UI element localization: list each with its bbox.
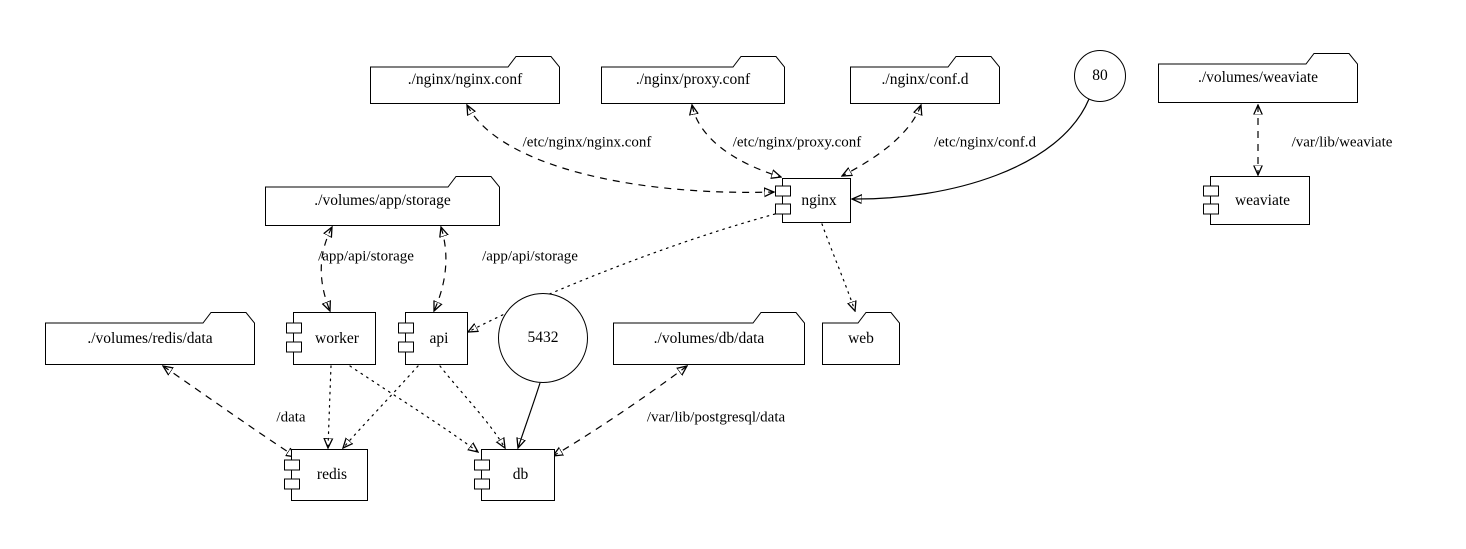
folder-shape	[601, 56, 785, 104]
folder-shape	[265, 176, 500, 226]
node-db-service: db	[474, 449, 555, 501]
node-label: 80	[1092, 67, 1108, 84]
node-label: ./volumes/redis/data	[87, 329, 213, 347]
node-label: weaviate	[1234, 191, 1291, 209]
folder-shape	[370, 56, 560, 104]
node-label: ./volumes/weaviate	[1197, 69, 1319, 86]
edge-dbdata-db	[553, 366, 687, 456]
node-db-data-volume: ./volumes/db/data	[613, 312, 805, 365]
edge-api-db	[439, 365, 505, 448]
edge-storage-api	[434, 227, 446, 311]
folder-shape	[45, 312, 255, 365]
node-conf-d-volume: ./nginx/conf.d	[850, 56, 1000, 104]
component-shape	[398, 312, 468, 365]
edge-label-proxy-conf-mount: /etc/nginx/proxy.conf	[732, 134, 862, 151]
component-shape	[286, 312, 376, 365]
component-shape	[775, 178, 851, 223]
edge-confd-nginx	[842, 105, 921, 176]
node-port-5432: 5432	[498, 293, 588, 383]
edge-label-nginx-conf-mount: /etc/nginx/nginx.conf	[522, 134, 652, 151]
edge-api-redis	[343, 365, 419, 448]
edge-nginx-web	[821, 223, 855, 311]
folder-shape	[850, 56, 1000, 104]
edge-label-api-storage-mount: /app/api/storage	[482, 248, 578, 265]
node-label: ./volumes/app/storage	[314, 192, 451, 209]
node-label: 5432	[527, 329, 559, 346]
component-shape	[1203, 176, 1310, 225]
node-label: ./volumes/db/data	[653, 329, 765, 347]
edge-label-weaviate-mount: /var/lib/weaviate	[1291, 134, 1393, 151]
node-web: web	[822, 312, 900, 365]
node-worker-service: worker	[286, 312, 376, 365]
component-shape	[474, 449, 555, 501]
edge-label-redis-mount: /data	[276, 409, 306, 426]
node-app-storage-volume: ./volumes/app/storage	[265, 176, 500, 226]
node-label: nginx	[801, 191, 837, 209]
node-weaviate-volume: ./volumes/weaviate	[1158, 53, 1358, 103]
component-shape	[284, 449, 368, 501]
folder-shape	[1158, 53, 1358, 103]
edge-storage-worker	[320, 227, 332, 311]
edge-nginxconf-nginx	[467, 105, 774, 192]
folder-shape	[822, 312, 900, 365]
folder-shape	[613, 312, 805, 365]
node-weaviate-service: weaviate	[1203, 176, 1310, 225]
edge-worker-redis	[328, 365, 331, 448]
edge-label-conf-d-mount: /etc/nginx/conf.d	[933, 134, 1037, 151]
node-api-service: api	[398, 312, 468, 365]
node-label: ./nginx/proxy.conf	[635, 71, 751, 88]
edge-proxyconf-nginx	[692, 105, 781, 177]
node-proxy-conf-volume: ./nginx/proxy.conf	[601, 56, 785, 104]
node-nginx-service: nginx	[775, 178, 851, 223]
node-port-80: 80	[1074, 50, 1126, 102]
node-label: db	[512, 466, 529, 483]
node-label: ./nginx/nginx.conf	[407, 71, 523, 88]
node-label: ./nginx/conf.d	[881, 71, 969, 88]
edge-redisdata-redis	[163, 366, 296, 457]
node-redis-service: redis	[284, 449, 368, 501]
node-label: api	[429, 329, 449, 347]
edge-port80-nginx	[852, 98, 1090, 199]
node-label: redis	[316, 466, 348, 483]
node-redis-data-volume: ./volumes/redis/data	[45, 312, 255, 365]
edge-worker-db	[349, 365, 478, 452]
node-nginx-conf-volume: ./nginx/nginx.conf	[370, 56, 560, 104]
node-label: web	[848, 329, 874, 347]
node-label: worker	[315, 329, 359, 347]
edge-label-worker-storage-mount: /app/api/storage	[318, 248, 414, 265]
edge-port5432-db	[518, 382, 541, 448]
edge-label-db-mount: /var/lib/postgresql/data	[646, 409, 786, 426]
